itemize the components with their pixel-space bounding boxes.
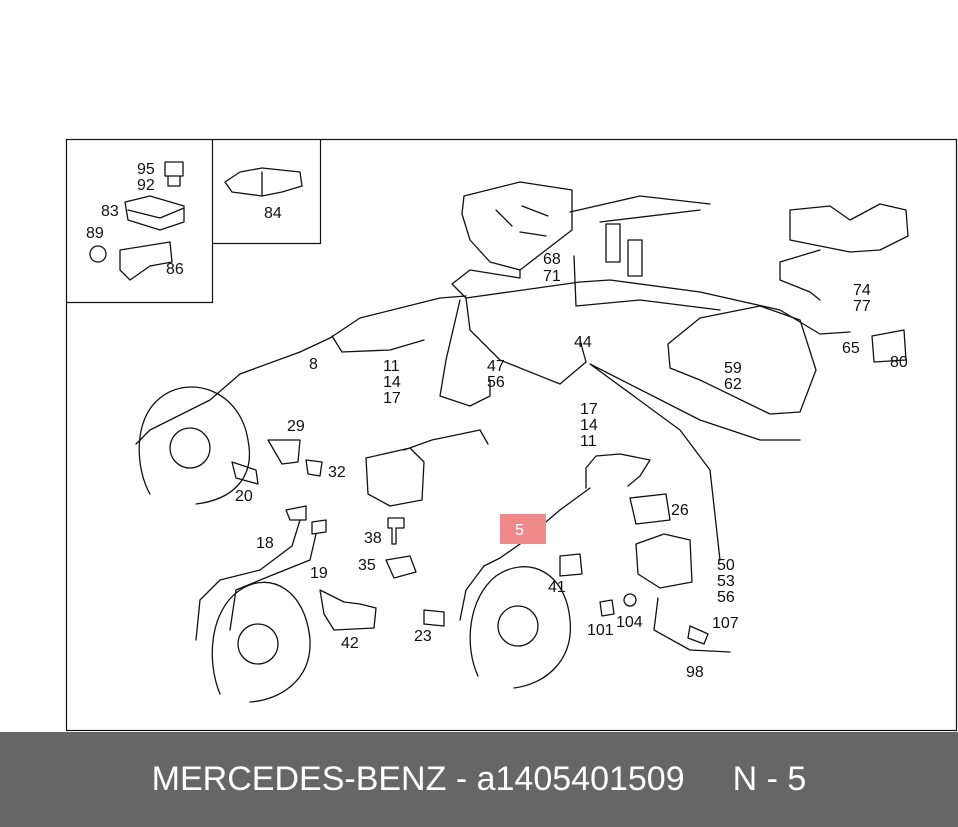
label-29: 29 xyxy=(287,418,305,435)
brake-disc-right-rear xyxy=(469,566,571,689)
label-11-top: 11 xyxy=(383,358,400,375)
hub-right-rear xyxy=(497,605,539,647)
hub-left-rear xyxy=(237,623,279,665)
label-18: 18 xyxy=(256,535,274,552)
hub-left-front xyxy=(169,427,211,469)
pump-cable xyxy=(779,249,821,301)
bolt-23 xyxy=(423,609,445,627)
caption-separator: - xyxy=(455,760,468,798)
label-17-mid: 17 xyxy=(580,401,598,418)
diagram-frame xyxy=(65,138,958,732)
label-80: 80 xyxy=(890,354,908,371)
engine-cover xyxy=(667,305,817,415)
screw-89 xyxy=(89,245,107,263)
label-14-mid: 14 xyxy=(580,417,598,434)
label-47: 47 xyxy=(487,358,505,375)
sensor-20 xyxy=(231,461,259,485)
control-unit-83 xyxy=(124,195,185,231)
sensor-19 xyxy=(229,519,327,631)
harness-main xyxy=(135,295,467,445)
label-62: 62 xyxy=(724,376,742,393)
label-8: 8 xyxy=(309,356,318,373)
label-83: 83 xyxy=(101,203,119,220)
harness-right xyxy=(589,363,801,561)
harness-branch-11 xyxy=(331,335,425,353)
label-65: 65 xyxy=(842,340,860,357)
label-59: 59 xyxy=(724,360,742,377)
inset-box-right xyxy=(212,139,322,245)
harness-loop-44 xyxy=(465,297,587,385)
label-74: 74 xyxy=(853,282,871,299)
cable-5 xyxy=(459,487,591,621)
label-104: 104 xyxy=(616,614,643,631)
diagram-position: N - 5 xyxy=(732,760,807,798)
nut-101 xyxy=(599,599,615,617)
clip-35 xyxy=(385,555,417,579)
sensor-84 xyxy=(224,167,303,197)
label-5: 5 xyxy=(515,522,524,539)
label-19: 19 xyxy=(310,565,328,582)
brake-disc-left-rear xyxy=(211,581,311,703)
relay-80 xyxy=(871,329,907,363)
bracket-42 xyxy=(319,589,377,631)
label-50: 50 xyxy=(717,557,735,574)
label-42: 42 xyxy=(341,635,359,652)
label-68: 68 xyxy=(543,251,561,268)
label-23: 23 xyxy=(414,628,432,645)
clip-41 xyxy=(559,553,583,577)
bracket-86 xyxy=(119,241,173,281)
label-38: 38 xyxy=(364,530,382,547)
label-35: 35 xyxy=(358,557,376,574)
label-53: 53 xyxy=(717,573,735,590)
label-107: 107 xyxy=(712,615,739,632)
label-86: 86 xyxy=(166,261,184,278)
cover-50 xyxy=(635,533,693,589)
label-41: 41 xyxy=(548,579,566,596)
connector-branch xyxy=(569,195,721,311)
bolt-107 xyxy=(687,625,709,645)
label-98: 98 xyxy=(686,664,704,681)
label-95: 95 xyxy=(137,161,155,178)
clip-32 xyxy=(305,459,323,477)
relay-2 xyxy=(627,239,643,277)
pump-unit xyxy=(789,203,909,253)
hydraulic-unit xyxy=(365,429,489,507)
brake-disc-left-front xyxy=(138,386,251,505)
label-77: 77 xyxy=(853,298,871,315)
label-101: 101 xyxy=(587,622,614,639)
label-71: 71 xyxy=(543,268,561,285)
label-56-bottom: 56 xyxy=(717,589,735,606)
harness-branch-47 xyxy=(439,299,491,407)
bolt-38 xyxy=(387,517,405,545)
label-32: 32 xyxy=(328,464,346,481)
ground-cable-98 xyxy=(653,597,731,653)
part-number: a1405401509 xyxy=(476,760,685,798)
inset-box-left xyxy=(66,139,214,304)
label-17-top: 17 xyxy=(383,390,401,407)
part-labels: 95 92 83 89 86 84 68 71 74 77 65 80 44 8… xyxy=(86,161,908,681)
label-84: 84 xyxy=(264,205,282,222)
label-26: 26 xyxy=(671,502,689,519)
highlight-part-5 xyxy=(500,514,546,544)
bracket-29 xyxy=(267,439,301,465)
brand-name: MERCEDES-BENZ xyxy=(151,760,447,798)
label-44: 44 xyxy=(574,334,592,351)
connector-26 xyxy=(629,493,671,525)
part-caption-bar: MERCEDES-BENZ - a1405401509 N - 5 xyxy=(0,732,958,827)
relay-1 xyxy=(605,223,621,263)
label-11-mid: 11 xyxy=(580,433,597,450)
label-89: 89 xyxy=(86,225,104,242)
label-14-top: 14 xyxy=(383,374,401,391)
label-92: 92 xyxy=(137,177,155,194)
label-20: 20 xyxy=(235,488,253,505)
label-56-top: 56 xyxy=(487,374,505,391)
nut-95 xyxy=(164,161,184,187)
cable-to-26 xyxy=(585,453,651,489)
drawing xyxy=(89,161,909,703)
sensor-18 xyxy=(195,505,307,641)
washer-104 xyxy=(623,593,637,607)
